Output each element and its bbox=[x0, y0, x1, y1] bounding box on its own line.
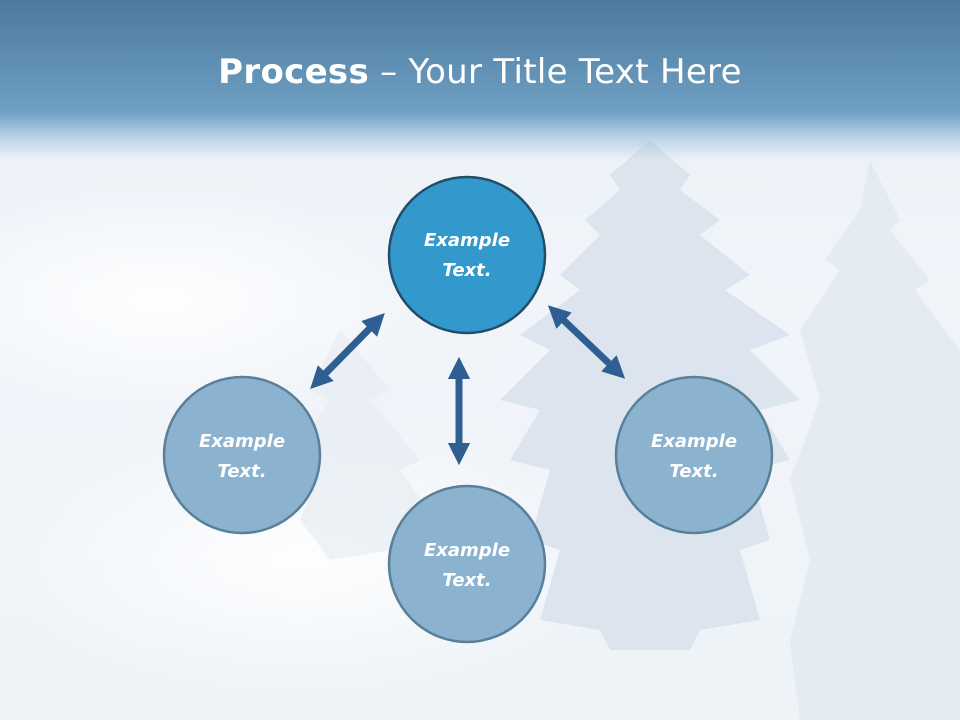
node-label-line2: Text. bbox=[669, 461, 718, 482]
double-arrow-icon bbox=[547, 305, 626, 379]
title-rest: – Your Title Text Here bbox=[369, 52, 742, 92]
process-node-right[interactable]: Example Text. bbox=[614, 375, 774, 535]
node-label-line1: Example bbox=[424, 540, 510, 561]
node-label-line1: Example bbox=[424, 230, 510, 251]
node-circle bbox=[387, 484, 547, 644]
title-bold: Process bbox=[218, 52, 370, 92]
node-circle bbox=[614, 375, 774, 535]
node-label-line1: Example bbox=[651, 431, 737, 452]
node-label-line2: Text. bbox=[217, 461, 266, 482]
node-label-line2: Text. bbox=[442, 570, 491, 591]
node-circle bbox=[162, 375, 322, 535]
double-arrow-icon bbox=[310, 313, 385, 389]
process-node-top[interactable]: Example Text. bbox=[387, 175, 547, 335]
slide-title: Process – Your Title Text Here bbox=[0, 52, 960, 92]
process-node-bottom[interactable]: Example Text. bbox=[387, 484, 547, 644]
node-label-line1: Example bbox=[199, 431, 285, 452]
process-node-left[interactable]: Example Text. bbox=[162, 375, 322, 535]
title-bar bbox=[0, 0, 960, 160]
node-circle bbox=[387, 175, 547, 335]
node-label-line2: Text. bbox=[442, 260, 491, 281]
